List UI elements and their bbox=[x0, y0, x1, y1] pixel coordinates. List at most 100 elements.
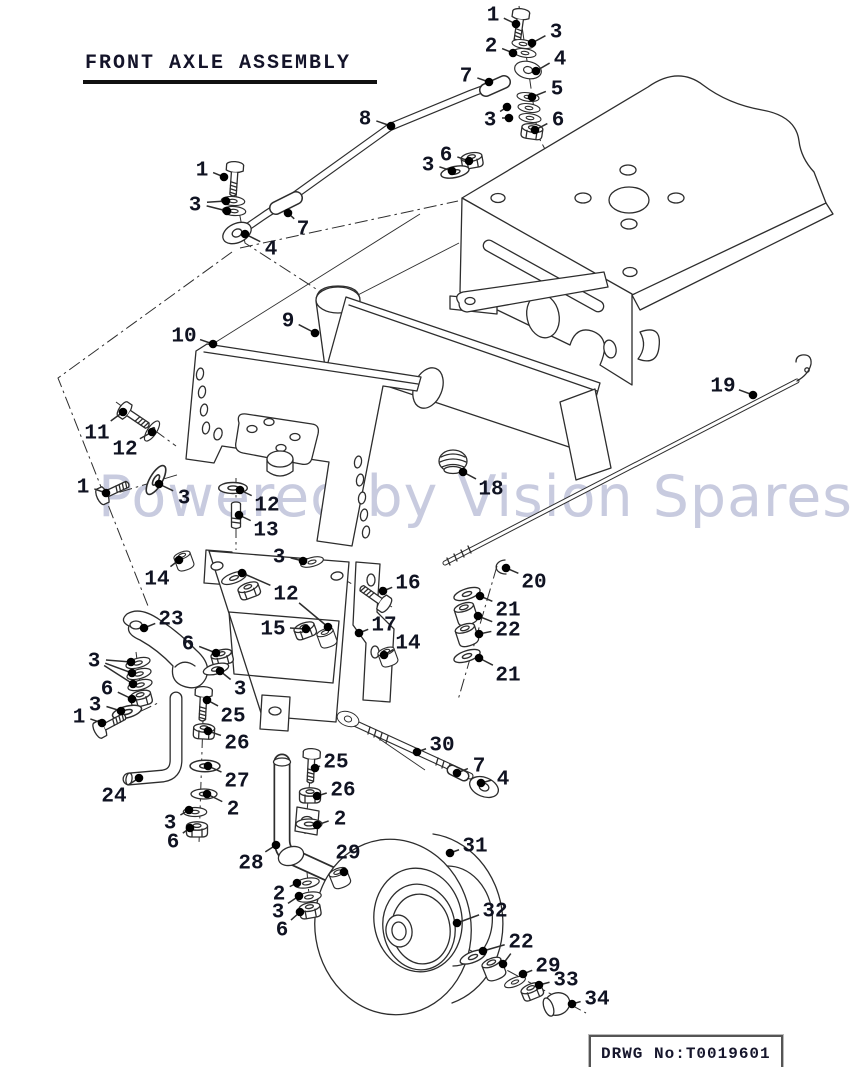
callout-number: 1 bbox=[73, 707, 86, 730]
leader-dot bbox=[139, 623, 149, 633]
leader-dot bbox=[221, 196, 231, 206]
callout-1: 1 bbox=[73, 707, 107, 730]
leader-dot bbox=[147, 427, 157, 437]
wheel-and-hub bbox=[314, 833, 504, 1016]
callout-number: 9 bbox=[282, 311, 295, 334]
leader-dot bbox=[126, 657, 136, 667]
lift-rod bbox=[442, 354, 812, 566]
callout-27: 27 bbox=[203, 761, 250, 794]
callout-number: 30 bbox=[429, 735, 454, 758]
leader-dot bbox=[484, 77, 494, 87]
leader-dot bbox=[283, 208, 293, 218]
callout-2: 2 bbox=[202, 789, 239, 822]
callout-number: 3 bbox=[422, 155, 435, 178]
callout-number: 6 bbox=[101, 679, 114, 702]
callout-number: 21 bbox=[495, 665, 520, 688]
leader-dot bbox=[458, 467, 468, 477]
callout-number: 2 bbox=[485, 36, 498, 59]
callout-26: 26 bbox=[203, 726, 250, 756]
callout-1: 1 bbox=[77, 477, 111, 500]
callout-11: 11 bbox=[84, 407, 128, 446]
diagram-title: FRONT AXLE ASSEMBLY bbox=[83, 52, 378, 84]
callout-3: 3 bbox=[484, 102, 514, 133]
callout-34: 34 bbox=[567, 989, 610, 1012]
leader-dot bbox=[518, 969, 528, 979]
callout-3: 3 bbox=[88, 651, 138, 689]
callout-number: 7 bbox=[297, 219, 310, 242]
leader-dot bbox=[452, 768, 462, 778]
leader-dot bbox=[530, 125, 540, 135]
callout-29: 29 bbox=[518, 956, 561, 979]
callout-number: 12 bbox=[112, 439, 137, 462]
leader-dot bbox=[527, 92, 537, 102]
leader-dot bbox=[386, 121, 396, 131]
callout-15: 15 bbox=[260, 619, 311, 642]
callout-2: 2 bbox=[485, 36, 518, 59]
callout-number: 2 bbox=[334, 809, 347, 832]
callout-1: 1 bbox=[487, 5, 521, 29]
end-cap bbox=[542, 992, 571, 1017]
leader-dot bbox=[473, 611, 483, 621]
leader-dot bbox=[339, 867, 349, 877]
retainer-clip bbox=[495, 559, 507, 575]
callout-22: 22 bbox=[478, 932, 534, 969]
callout-19: 19 bbox=[710, 376, 758, 400]
callout-number: 12 bbox=[254, 495, 279, 518]
callout-6: 6 bbox=[101, 679, 137, 704]
leader-dot bbox=[379, 650, 389, 660]
leader-dot bbox=[447, 166, 457, 176]
leader-dot bbox=[294, 891, 304, 901]
leader-line bbox=[298, 602, 329, 628]
callout-number: 29 bbox=[335, 843, 360, 866]
leader-dot bbox=[134, 773, 144, 783]
cross-member bbox=[315, 271, 612, 481]
callout-23: 23 bbox=[139, 609, 184, 633]
callout-number: 14 bbox=[144, 569, 169, 592]
callout-28: 28 bbox=[238, 840, 281, 876]
callout-number: 1 bbox=[77, 477, 90, 500]
callout-3: 3 bbox=[154, 479, 190, 511]
drawing-number-box: DRWG No:T0019601 bbox=[589, 1035, 783, 1067]
callout-number: 21 bbox=[495, 600, 520, 623]
callout-4: 4 bbox=[240, 229, 277, 262]
callout-number: 1 bbox=[487, 5, 500, 28]
leader-dot bbox=[508, 48, 518, 58]
callout-21: 21 bbox=[474, 653, 521, 688]
callout-number: 6 bbox=[167, 832, 180, 855]
leader-dot bbox=[310, 328, 320, 338]
leader-dot bbox=[154, 479, 164, 489]
callout-number: 6 bbox=[552, 110, 565, 133]
callout-3: 3 bbox=[89, 695, 126, 718]
callout-number: 26 bbox=[224, 733, 249, 756]
callout-8: 8 bbox=[359, 109, 396, 132]
leader-dot bbox=[97, 718, 107, 728]
callout-20: 20 bbox=[501, 563, 547, 595]
callout-3: 3 bbox=[273, 547, 308, 570]
leader-dot bbox=[501, 563, 511, 573]
axle-support-bracket bbox=[185, 343, 422, 547]
callout-22: 22 bbox=[473, 611, 521, 643]
leader-dot bbox=[185, 823, 195, 833]
callout-number: 6 bbox=[440, 145, 453, 168]
callout-31: 31 bbox=[445, 836, 488, 859]
callout-6: 6 bbox=[167, 823, 195, 855]
callout-number: 3 bbox=[273, 547, 286, 570]
leader-dot bbox=[312, 791, 322, 801]
callout-33: 33 bbox=[534, 970, 579, 993]
callout-number: 7 bbox=[460, 66, 473, 89]
leader-dot bbox=[237, 568, 247, 578]
callout-4: 4 bbox=[476, 769, 509, 792]
callout-9: 9 bbox=[282, 311, 320, 338]
callout-7: 7 bbox=[283, 208, 310, 242]
callout-25: 25 bbox=[202, 695, 246, 729]
callout-number: 3 bbox=[234, 679, 247, 702]
leader-dot bbox=[292, 878, 302, 888]
callout-17: 17 bbox=[354, 615, 397, 638]
callout-number: 8 bbox=[359, 109, 372, 132]
callout-number: 28 bbox=[238, 853, 263, 876]
leader-dot bbox=[127, 668, 137, 678]
leader-dot bbox=[527, 38, 537, 48]
callout-number: 10 bbox=[171, 326, 196, 349]
